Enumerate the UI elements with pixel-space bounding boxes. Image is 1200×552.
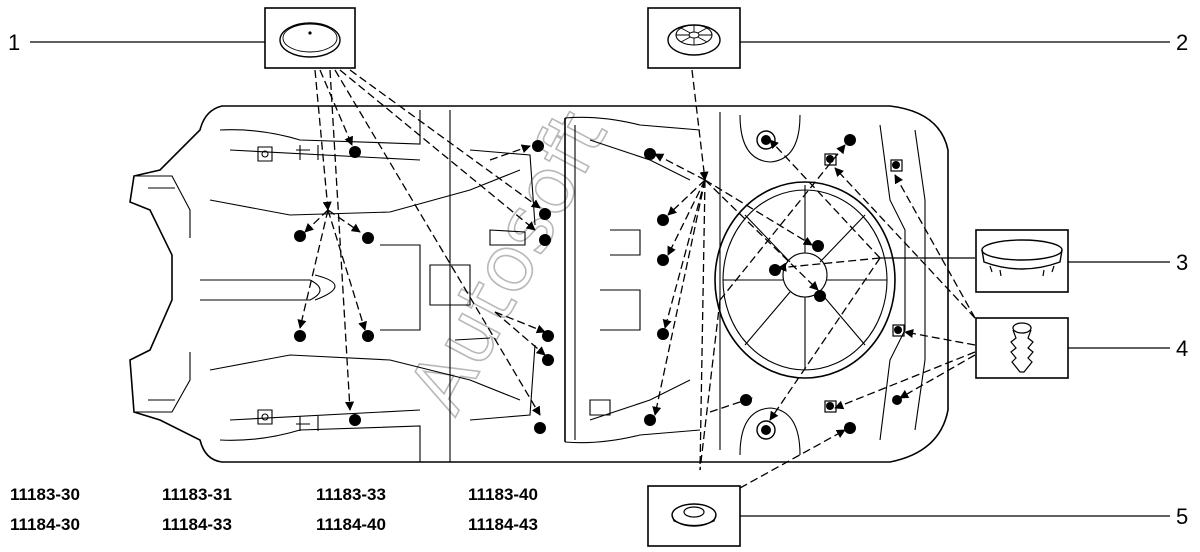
watermark: Autosoft [392,97,625,427]
part-box-1 [264,7,356,69]
plug-marker-part5 [740,134,856,434]
leader-lines [30,41,1170,517]
ring-grommet-icon [671,503,717,527]
part-box-3 [975,229,1069,293]
plug-marker-part1 [294,140,554,434]
model-code: 11183-40 [468,485,538,504]
flat-round-plug-icon [279,22,341,58]
plug-marker-part4 [824,153,905,413]
plug-marker-part2 [644,148,826,426]
ribbed-grommet-plug-icon [667,24,721,56]
model-code: 11183-30 [10,485,80,504]
model-code: 11183-33 [316,485,386,504]
callout-3: 3 [1176,250,1188,275]
model-code: 11184-30 [10,515,80,534]
callout-5: 5 [1176,504,1188,529]
part-box-4 [975,317,1069,379]
plug-markers [294,130,905,440]
model-code: 11184-40 [316,515,386,534]
cap-plug-icon [981,239,1063,277]
floor-pan [129,105,949,463]
christmas-tree-clip-icon [1010,322,1034,373]
model-code: 11183-31 [162,485,232,504]
callout-1: 1 [8,30,20,55]
callout-4: 4 [1176,336,1188,361]
part-box-5 [647,485,741,547]
callout-2: 2 [1176,30,1188,55]
model-code: 11184-43 [468,515,538,534]
part-box-2 [647,7,741,69]
model-codes: 11183-30 11183-31 11183-33 11183-40 1118… [10,485,538,534]
plug-marker-part3 [756,130,781,440]
model-code: 11184-33 [162,515,232,534]
